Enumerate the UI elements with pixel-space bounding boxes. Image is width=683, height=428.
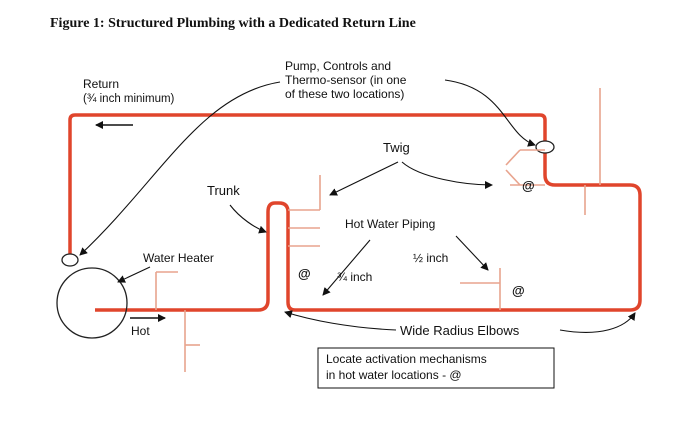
return-label-line1: Return	[83, 77, 119, 91]
branch-pipes	[155, 88, 601, 372]
activation-marker-trunk: @	[298, 266, 311, 281]
water-heater-tank	[56, 267, 128, 339]
trunk-label: Trunk	[207, 183, 240, 198]
note-line1: Locate activation mechanisms	[326, 352, 487, 366]
figure-title: Figure 1: Structured Plumbing with a Ded…	[50, 16, 416, 31]
activation-marker-upper-right: @	[522, 178, 535, 193]
note-box	[317, 347, 555, 389]
return-label-line2: (¾ inch minimum)	[83, 93, 175, 105]
callout-leaders	[79, 79, 636, 333]
three-quarter-inch-label: ¾ inch	[337, 270, 372, 284]
hot-label: Hot	[131, 324, 150, 338]
note-line2: in hot water locations - @	[326, 368, 462, 382]
twig-label: Twig	[383, 140, 410, 155]
pump-label-line3: of these two locations)	[285, 87, 404, 101]
pump-label-line2: Thermo-sensor (in one	[285, 73, 407, 87]
half-inch-label: ½ inch	[413, 251, 448, 265]
water-heater-label: Water Heater	[143, 251, 214, 265]
hot-water-piping-label: Hot Water Piping	[345, 217, 435, 231]
wide-radius-elbows-label: Wide Radius Elbows	[400, 323, 520, 338]
return-valve	[61, 253, 79, 267]
pump-label-line1: Pump, Controls and	[285, 59, 391, 73]
activation-marker-lower-right: @	[512, 283, 525, 298]
pump-location-valve	[535, 140, 555, 154]
main-pipe-loop	[68, 113, 642, 312]
